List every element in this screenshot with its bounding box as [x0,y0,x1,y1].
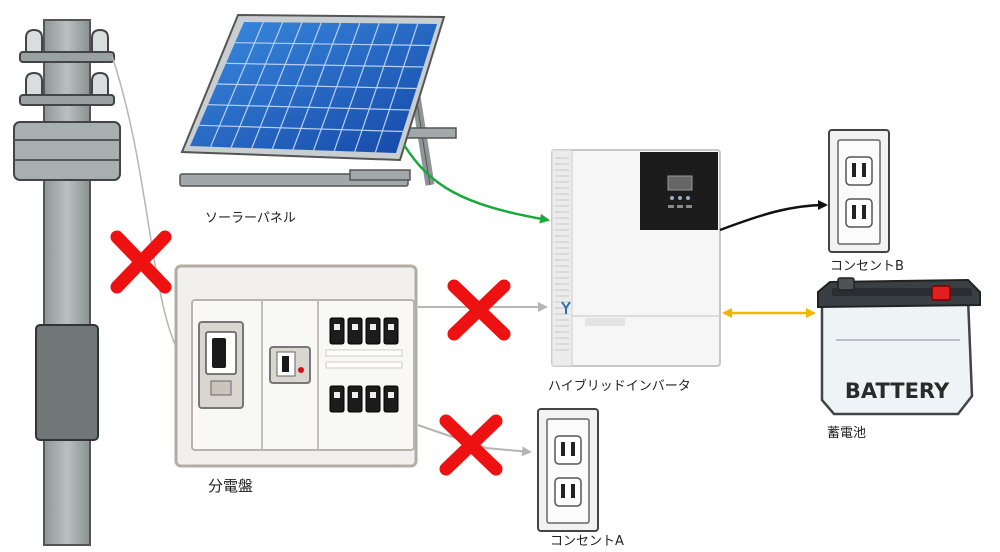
inverter-lcd-screen [667,175,693,191]
battery-negative-terminal [837,277,855,291]
outlet-b [828,129,890,253]
arrow-inverter-to-outlet-b [719,200,828,232]
solar-panel [179,13,457,187]
breaker-switch [334,324,340,330]
branch-breaker [383,317,399,345]
branch-breaker [365,385,381,413]
battery-label: 蓄電池 [827,426,866,441]
breaker-switch [370,324,376,330]
solar-panel-label: ソーラーパネル [205,211,296,226]
pole-transformer [13,121,121,181]
distribution-board-label: 分電盤 [208,477,253,495]
breaker-label-strip [325,349,403,357]
battery-print-label: BATTERY [845,379,950,403]
main-breaker [198,321,244,409]
inverter-button [686,205,692,208]
branch-breakers [325,317,403,413]
service-drop-wire [111,55,181,356]
cross-mark-pole [110,230,172,294]
breaker-switch [334,392,340,398]
cross-mark-board-to-outlet-a [439,414,503,476]
outlet-socket [845,156,873,186]
leakage-breaker [269,346,311,384]
cross-mark-board-to-inverter [447,279,511,341]
battery-positive-terminal [931,285,951,301]
pole-insulators [19,28,115,106]
inverter-led [670,196,674,200]
inverter-vents [555,157,569,351]
outlet-socket [554,477,582,507]
outlet-socket [554,435,582,465]
solar-cell-line [216,83,417,90]
branch-breaker [383,385,399,413]
inverter-led [686,196,690,200]
breaker-switch [388,324,394,330]
solar-cell-line [234,42,431,47]
outlet-socket [845,198,873,228]
branch-breaker [329,317,345,345]
outlet-a [537,408,599,532]
solar-cell-line [225,62,424,68]
breaker-switch [352,324,358,330]
breaker-switch [388,392,394,398]
breaker-label-strip [325,361,403,369]
inverter-button [668,205,674,208]
pole-band [35,324,99,441]
branch-breaker [365,317,381,345]
solar-cell-line [207,104,410,111]
outlet-b-label: コンセントB [830,259,904,274]
inverter-label: ハイブリッドインバータ [548,378,691,394]
solar-cell-grid [198,21,431,153]
inverter-button [677,205,683,208]
inverter-control-panel [640,152,718,230]
hybrid-inverter [551,149,721,367]
branch-breaker [329,385,345,413]
arrow-solar-to-inverter [402,144,550,224]
breaker-switch [370,392,376,398]
inverter-logo [561,301,571,314]
battery: BATTERY [817,277,981,416]
outlet-a-label: コンセントA [550,534,624,549]
branch-breaker [347,317,363,345]
branch-breaker [347,385,363,413]
breaker-switch [352,392,358,398]
utility-pole [13,19,181,546]
solar-cell-line [198,124,403,133]
distribution-board [174,264,418,468]
inverter-led [678,196,682,200]
